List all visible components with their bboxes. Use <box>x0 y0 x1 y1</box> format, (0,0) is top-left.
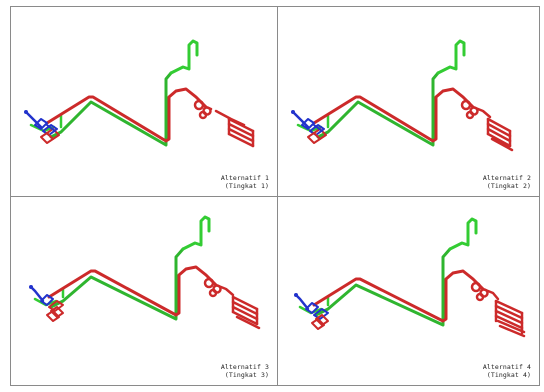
panel-alternatif-1: Alternatif 1 (Tingkat 1) <box>11 7 277 196</box>
panel-caption: Alternatif 4 (Tingkat 4) <box>483 363 531 379</box>
panel-caption: Alternatif 3 (Tingkat 3) <box>221 363 269 379</box>
panel-caption: Alternatif 1 (Tingkat 1) <box>221 174 269 190</box>
panel-sublabel: (Tingkat 1) <box>224 182 269 190</box>
panel-label: Alternatif 2 <box>482 174 531 182</box>
panel-label: Alternatif 4 <box>482 363 531 371</box>
panel-sublabel: (Tingkat 2) <box>486 182 531 190</box>
pipe-diagram-3 <box>29 215 261 330</box>
grid-divider-horizontal <box>10 196 540 197</box>
panel-alternatif-3: Alternatif 3 (Tingkat 3) <box>11 197 277 385</box>
pipe-diagram-2 <box>291 39 514 152</box>
pipe-diagram-1 <box>24 39 255 148</box>
panel-label: Alternatif 3 <box>220 363 269 371</box>
panel-sublabel: (Tingkat 3) <box>224 371 269 379</box>
panel-alternatif-2: Alternatif 2 (Tingkat 2) <box>278 7 539 196</box>
pipe-diagram-4 <box>294 217 526 338</box>
panel-sublabel: (Tingkat 4) <box>486 371 531 379</box>
panel-caption: Alternatif 2 (Tingkat 2) <box>483 174 531 190</box>
panel-alternatif-4: Alternatif 4 (Tingkat 4) <box>278 197 539 385</box>
panel-label: Alternatif 1 <box>220 174 269 182</box>
